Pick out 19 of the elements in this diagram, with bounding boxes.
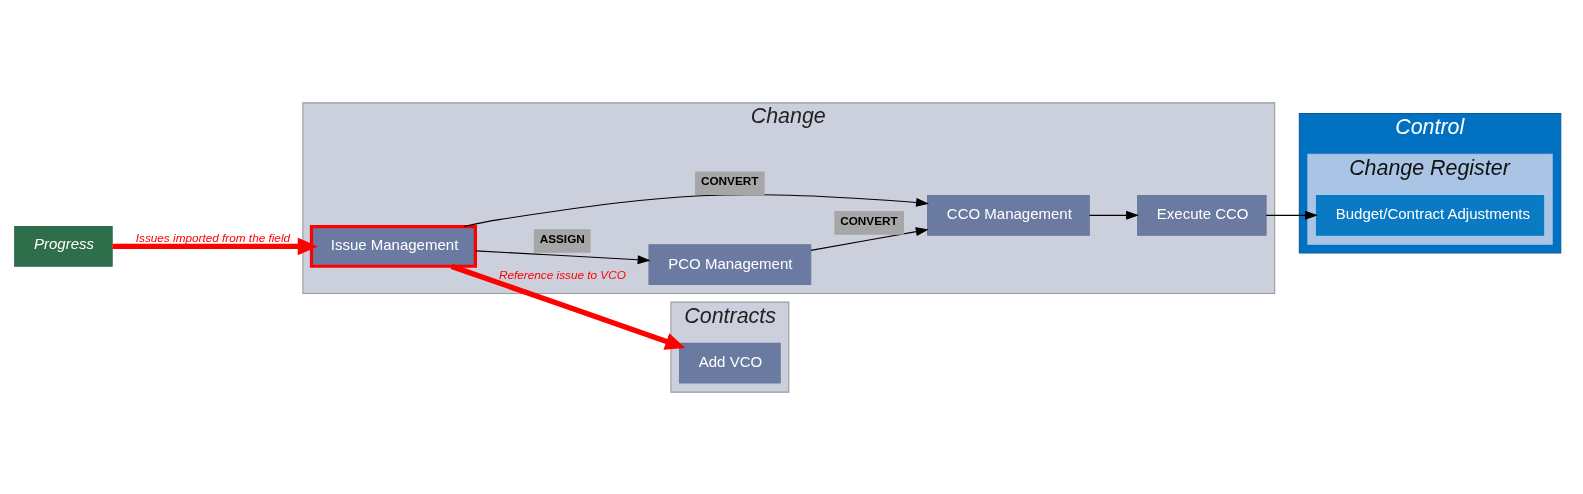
arrow: [463, 193, 929, 227]
arrow: [112, 237, 318, 255]
edge-label: ASSIGN: [539, 231, 585, 245]
arrow: [1265, 210, 1318, 220]
edge-label: Issues imported from the field: [135, 230, 290, 244]
node-box: Issue Management: [309, 224, 477, 268]
node-box: Execute CCO: [1136, 194, 1267, 236]
arrow: [474, 249, 650, 264]
edge-label: CONVERT: [839, 213, 898, 227]
node-box: Progress: [13, 225, 113, 267]
edge-label: Reference issue to VCO: [498, 267, 626, 281]
node-box: PCO Management: [647, 243, 811, 285]
node-box: Add VCO: [678, 342, 781, 384]
arrow: [450, 263, 685, 350]
arrow: [809, 226, 929, 251]
node-box: CCO Management: [926, 194, 1090, 236]
edge-label: CONVERT: [700, 173, 758, 187]
node-box: Budget/Contract Adjustments: [1315, 194, 1544, 236]
arrow: [1088, 210, 1139, 220]
